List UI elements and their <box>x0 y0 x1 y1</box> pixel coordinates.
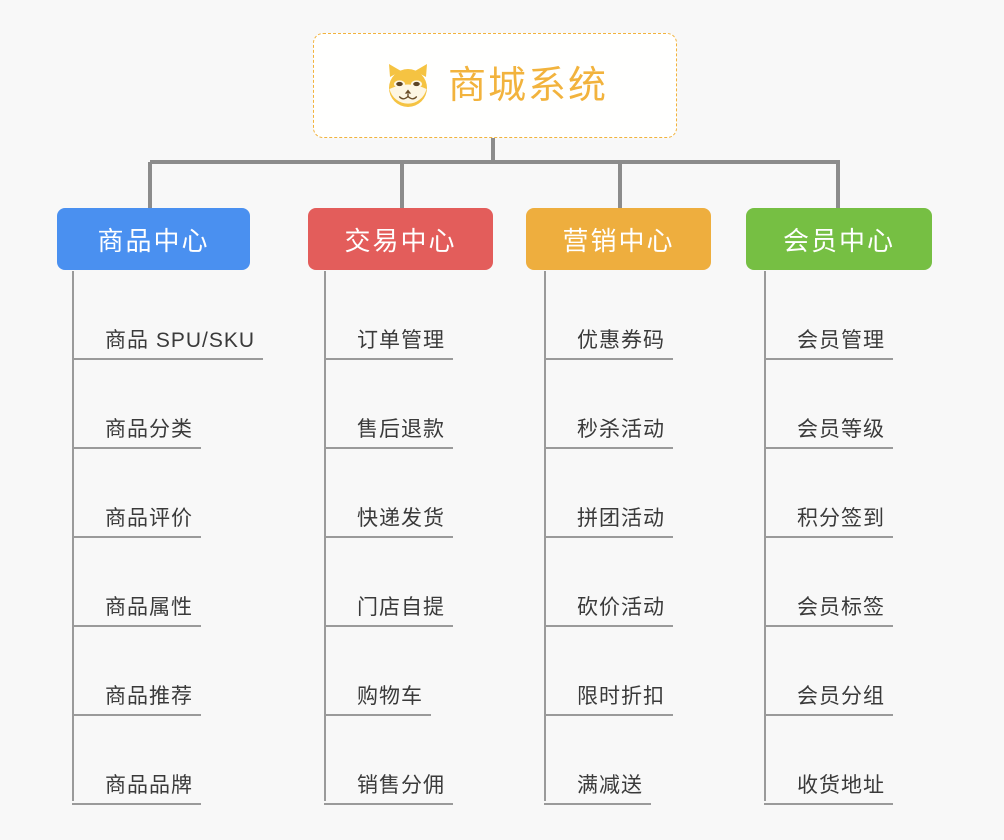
sub-item[interactable]: 商品评价 <box>72 449 201 538</box>
sub-item-label: 商品属性 <box>72 595 201 627</box>
sub-item-label: 砍价活动 <box>544 595 673 627</box>
sub-item[interactable]: 订单管理 <box>324 271 453 360</box>
sub-item[interactable]: 商品属性 <box>72 538 201 627</box>
sub-item-label: 快递发货 <box>324 506 453 538</box>
sub-item[interactable]: 售后退款 <box>324 360 453 449</box>
sub-item-label: 满减送 <box>544 773 651 805</box>
sub-item[interactable]: 满减送 <box>544 716 651 805</box>
shiba-dog-face-icon <box>382 60 434 112</box>
sub-item[interactable]: 会员管理 <box>764 271 893 360</box>
connector-drop-3 <box>618 162 622 208</box>
sub-item-label: 拼团活动 <box>544 506 673 538</box>
sub-item-label: 收货地址 <box>764 773 893 805</box>
sub-item[interactable]: 秒杀活动 <box>544 360 673 449</box>
sub-item-label: 商品 SPU/SKU <box>72 328 264 360</box>
root-node[interactable]: 商城系统 <box>313 33 677 138</box>
sub-item-label: 积分签到 <box>764 506 893 538</box>
sub-item-label: 商品分类 <box>72 417 201 449</box>
sub-item-label: 秒杀活动 <box>544 417 673 449</box>
category-label-member: 会员中心 <box>782 225 895 256</box>
connector-drop-1 <box>148 162 152 208</box>
sub-item-label: 销售分佣 <box>324 773 453 805</box>
sub-item-label: 商品品牌 <box>72 773 201 805</box>
sub-item[interactable]: 商品推荐 <box>72 627 201 716</box>
sub-item-label: 会员等级 <box>764 417 893 449</box>
sub-item[interactable]: 会员标签 <box>764 538 893 627</box>
sub-item[interactable]: 商品 SPU/SKU <box>72 271 264 360</box>
category-box-member[interactable]: 会员中心 <box>746 208 932 270</box>
sub-item[interactable]: 商品品牌 <box>72 716 201 805</box>
sub-item[interactable]: 拼团活动 <box>544 449 673 538</box>
connector-drop-4 <box>836 162 840 208</box>
sub-item[interactable]: 快递发货 <box>324 449 453 538</box>
category-label-product: 商品中心 <box>97 225 210 256</box>
sub-item-label: 购物车 <box>324 684 431 716</box>
sub-item[interactable]: 销售分佣 <box>324 716 453 805</box>
sub-item[interactable]: 收货地址 <box>764 716 893 805</box>
sub-item[interactable]: 门店自提 <box>324 538 453 627</box>
sub-item-label: 订单管理 <box>324 328 453 360</box>
sub-item[interactable]: 会员分组 <box>764 627 893 716</box>
sub-item-label: 会员分组 <box>764 684 893 716</box>
category-box-trade[interactable]: 交易中心 <box>308 208 493 270</box>
sub-item-label: 商品评价 <box>72 506 201 538</box>
sub-item[interactable]: 会员等级 <box>764 360 893 449</box>
sub-item[interactable]: 砍价活动 <box>544 538 673 627</box>
sub-item[interactable]: 积分签到 <box>764 449 893 538</box>
sub-item[interactable]: 优惠券码 <box>544 271 673 360</box>
sub-item-label: 优惠券码 <box>544 328 673 360</box>
category-box-marketing[interactable]: 营销中心 <box>526 208 711 270</box>
sub-item[interactable]: 购物车 <box>324 627 431 716</box>
root-title: 商城系统 <box>447 64 608 107</box>
connector-drop-2 <box>400 162 404 208</box>
sub-item-label: 会员标签 <box>764 595 893 627</box>
connector-stem <box>491 138 495 164</box>
sub-item-label: 商品推荐 <box>72 684 201 716</box>
category-label-marketing: 营销中心 <box>562 225 675 256</box>
sub-item[interactable]: 限时折扣 <box>544 627 673 716</box>
sub-item-label: 会员管理 <box>764 328 893 360</box>
category-box-product[interactable]: 商品中心 <box>57 208 250 270</box>
connector-bus <box>150 160 840 164</box>
sub-item-label: 售后退款 <box>324 417 453 449</box>
sub-item[interactable]: 商品分类 <box>72 360 201 449</box>
sub-item-label: 限时折扣 <box>544 684 673 716</box>
sub-item-label: 门店自提 <box>324 595 453 627</box>
category-label-trade: 交易中心 <box>344 225 457 256</box>
